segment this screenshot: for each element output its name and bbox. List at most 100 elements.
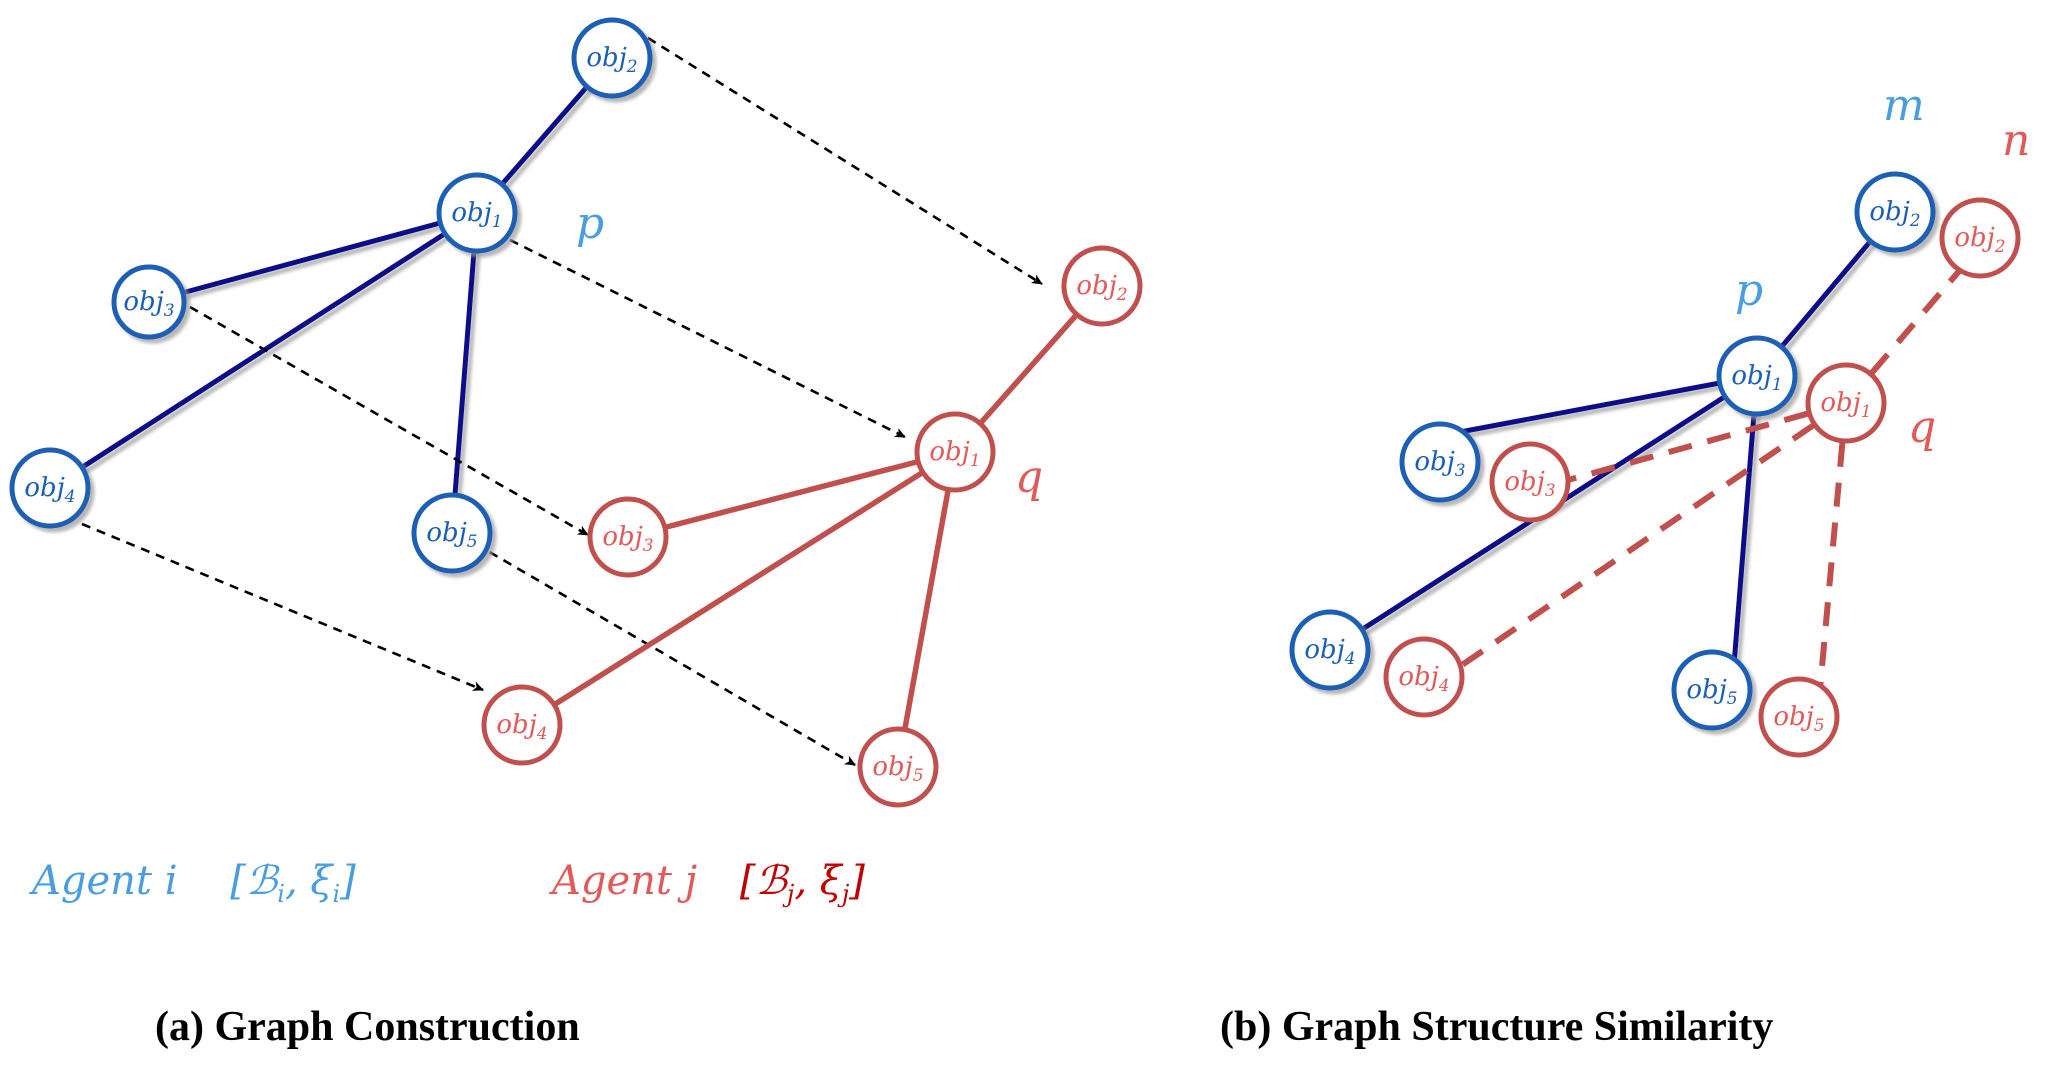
edge-b-n-1-2	[1843, 268, 1963, 405]
a-agent-i-obj4-circle	[9, 447, 91, 529]
a-agent-i-obj1-label: obj1	[451, 198, 502, 232]
b-m-obj2-node: obj2	[1854, 171, 1936, 253]
a-agent-i-obj1-circle	[436, 172, 518, 254]
arrow-obj1	[509, 238, 906, 439]
a-agent-j-obj2-node: obj2	[1061, 245, 1143, 327]
edge-a-j-1-4	[520, 449, 957, 728]
graph-n-edges	[1460, 268, 1963, 701]
a-agent-j-obj4-label: obj4	[496, 710, 547, 744]
a-agent-i-obj4-node: obj4	[9, 447, 91, 529]
b-n-obj2-node: obj2	[1939, 197, 2021, 279]
arrow-obj4	[81, 522, 484, 692]
a-agent-j-obj3-label: obj3	[602, 522, 653, 556]
b-m-obj2-label: obj2	[1869, 197, 1920, 231]
b-n-obj5-label: obj5	[1773, 702, 1824, 736]
label-p-a: p	[576, 198, 604, 249]
agent-i-b: ℬ	[246, 858, 280, 904]
agent-j-nodes: obj2 obj1 obj3 obj4 obj5	[481, 245, 1143, 808]
b-n-obj4-node: obj4	[1383, 636, 1465, 718]
agent-i-name: Agent i	[28, 858, 178, 904]
b-m-obj4-node: obj4	[1289, 609, 1371, 691]
agent-i-label: Agent i [ℬi, ξi]	[28, 858, 356, 908]
b-m-obj5-node: obj5	[1671, 649, 1753, 731]
b-m-obj1-label: obj1	[1731, 361, 1782, 395]
label-p-b: p	[1735, 265, 1763, 316]
graph-m-nodes: obj2 obj1 obj3 obj4 obj5	[1289, 171, 1936, 731]
b-m-obj3-node: obj3	[1399, 421, 1481, 503]
a-agent-i-obj2-node: obj2	[571, 17, 653, 99]
a-agent-i-obj5-circle	[411, 492, 493, 574]
a-agent-j-obj3-circle	[587, 496, 669, 578]
label-q-a: q	[1015, 452, 1043, 503]
b-n-obj4-label: obj4	[1398, 662, 1449, 696]
b-n-obj5-node: obj5	[1758, 676, 1840, 758]
b-n-obj3-circle	[1489, 441, 1571, 523]
a-agent-i-obj3-circle	[111, 264, 187, 340]
correspondence-arrows	[81, 36, 1043, 767]
a-agent-j-obj5-label: obj5	[872, 752, 923, 786]
b-m-obj4-circle	[1289, 609, 1371, 691]
caption-b: (b) Graph Structure Similarity	[1220, 1004, 1773, 1050]
a-agent-i-obj2-circle	[571, 17, 653, 99]
edge-a-j-1-5	[895, 451, 958, 768]
agent-j-label: Agent j [ℬj, ξj]	[548, 858, 865, 908]
b-m-obj3-label: obj3	[1414, 447, 1465, 481]
agent-i-nodes: obj2 obj1 obj3 obj4 obj5	[9, 17, 653, 574]
a-agent-i-obj3-node: obj3	[111, 264, 187, 340]
edge-b-n-1-3	[1567, 400, 1847, 483]
a-agent-j-obj1-node: obj1	[914, 411, 996, 493]
b-n-obj5-circle	[1758, 676, 1840, 758]
a-agent-j-obj5-circle	[857, 726, 939, 808]
arrow-obj3	[189, 305, 589, 537]
b-m-obj4-label: obj4	[1304, 635, 1355, 669]
edge-a-j-1-3	[627, 449, 956, 540]
edge-b-n-1-5	[1816, 402, 1849, 701]
arrow-obj5	[461, 534, 856, 767]
b-n-obj2-label: obj2	[1954, 223, 2005, 257]
a-agent-j-obj5-node: obj5	[857, 726, 939, 808]
edge-a-i-1-3	[148, 210, 478, 305]
agent-i-xi: ξ	[310, 858, 334, 904]
a-agent-i-obj4-label: obj4	[24, 473, 75, 507]
b-n-obj1-label: obj1	[1820, 388, 1871, 422]
b-n-obj3-label: obj3	[1504, 467, 1555, 501]
a-agent-i-obj1-node: obj1	[436, 172, 518, 254]
b-n-obj4-circle	[1383, 636, 1465, 718]
edge-b-m-1-3	[1459, 373, 1758, 435]
arrow-obj2	[647, 36, 1043, 286]
label-q-b: q	[1908, 402, 1936, 453]
b-n-obj3-node: obj3	[1489, 441, 1571, 523]
agent-j-xi: ξ	[820, 858, 844, 904]
a-agent-i-obj2-label: obj2	[586, 43, 637, 77]
agent-j-b: ℬ	[755, 858, 789, 904]
a-agent-i-obj3-label: obj3	[123, 287, 174, 321]
b-n-obj1-circle	[1805, 362, 1887, 444]
a-agent-j-obj4-node: obj4	[481, 684, 563, 766]
a-agent-j-obj1-circle	[914, 411, 996, 493]
a-agent-j-obj2-circle	[1061, 245, 1143, 327]
b-m-obj2-circle	[1854, 171, 1936, 253]
b-m-obj1-circle	[1716, 335, 1798, 417]
a-agent-i-obj5-label: obj5	[426, 518, 477, 552]
a-agent-j-obj3-node: obj3	[587, 496, 669, 578]
b-m-obj3-circle	[1399, 421, 1481, 503]
agent-i-xi-sub: i	[332, 880, 340, 908]
b-m-obj1-node: obj1	[1716, 335, 1798, 417]
b-m-obj5-circle	[1671, 649, 1753, 731]
a-agent-j-obj4-circle	[481, 684, 563, 766]
b-n-obj2-circle	[1939, 197, 2021, 279]
edge-a-i-1-5	[449, 212, 480, 534]
b-m-obj5-label: obj5	[1686, 675, 1737, 709]
agent-j-name: Agent j	[548, 858, 697, 904]
b-n-obj1-node: obj1	[1805, 362, 1887, 444]
agent-i-b-sub: i	[277, 880, 285, 908]
caption-a: (a) Graph Construction	[155, 1004, 580, 1050]
a-agent-j-obj2-label: obj2	[1076, 271, 1127, 305]
a-agent-i-obj5-node: obj5	[411, 492, 493, 574]
graph-n-nodes: obj2 obj1 obj3 obj4 obj5	[1383, 197, 2021, 758]
label-m: m	[1883, 80, 1925, 131]
a-agent-j-obj1-label: obj1	[929, 437, 980, 471]
